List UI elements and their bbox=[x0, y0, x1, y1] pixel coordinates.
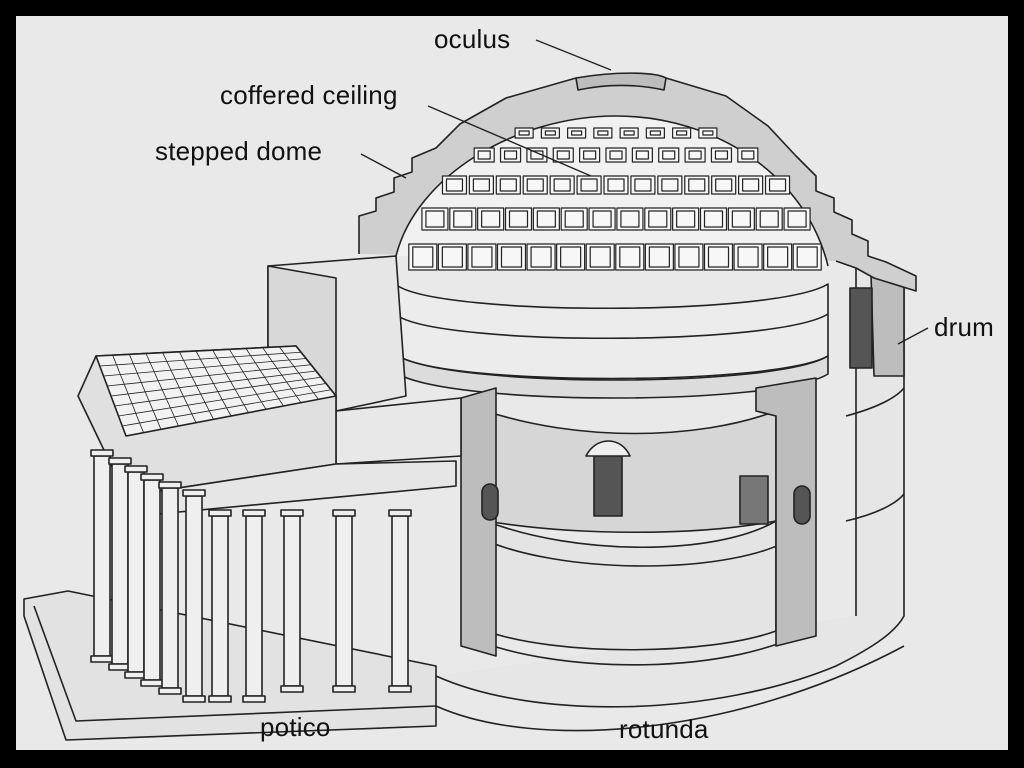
label-rotunda: rotunda bbox=[619, 714, 709, 744]
label-coffered-ceiling: coffered ceiling bbox=[220, 80, 398, 110]
diagram-frame: oculus coffered ceiling stepped dome dru… bbox=[16, 16, 1008, 750]
pantheon-cutaway-drawing bbox=[23, 39, 929, 741]
portico-base bbox=[23, 590, 437, 741]
section-walls bbox=[460, 377, 817, 657]
drum-outer-wall bbox=[435, 265, 905, 732]
label-stepped-dome: stepped dome bbox=[155, 136, 323, 166]
coffered-ceiling bbox=[408, 127, 822, 271]
leader-lines bbox=[360, 39, 929, 345]
label-portico: potico bbox=[260, 712, 331, 742]
label-drum: drum bbox=[934, 312, 995, 342]
rotunda-interior bbox=[465, 410, 817, 666]
label-oculus: oculus bbox=[434, 24, 511, 54]
portico-columns bbox=[90, 449, 412, 703]
portico-roof bbox=[77, 345, 457, 517]
attic-ring bbox=[397, 283, 829, 399]
